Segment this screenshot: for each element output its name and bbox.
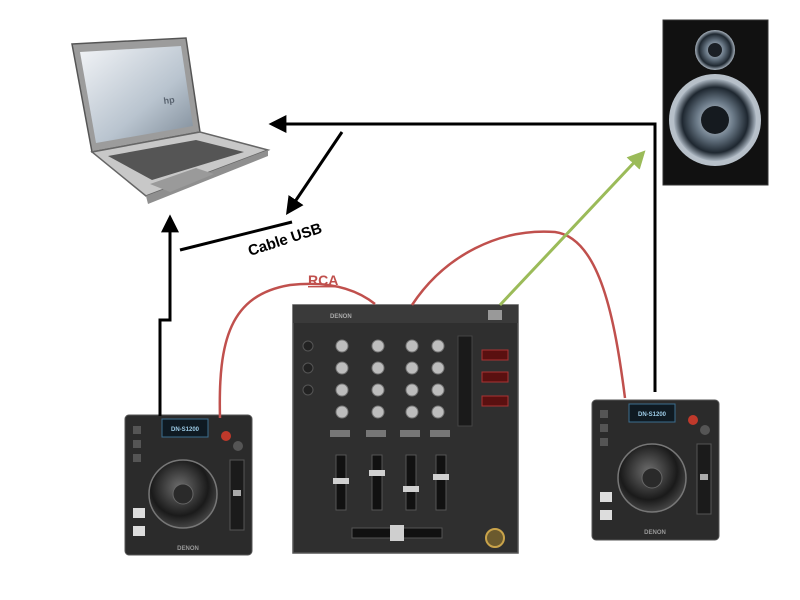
mixer-icon: DENON [292, 304, 519, 554]
usb-arrow-down [285, 131, 344, 215]
cd-player-right: DN-S1200 DENON [591, 399, 720, 541]
cd-player-left: DN-S1200 DENON [124, 414, 253, 556]
usb-line-short [179, 220, 293, 252]
audio-output-cable [498, 150, 646, 307]
rca-cable-left [218, 282, 376, 419]
laptop-icon: hp [71, 37, 271, 204]
usb-cable-right [268, 115, 657, 392]
cdj-left-brand: DENON [177, 546, 199, 552]
cdj-left-model: DN-S1200 [171, 427, 200, 433]
cdj-right-model: DN-S1200 [638, 412, 667, 418]
rca-cable-label: RCA [308, 272, 338, 288]
rca-cable-right [410, 230, 627, 399]
cdj-right-brand: DENON [644, 530, 666, 536]
usb-cable-left [158, 214, 179, 416]
mixer-brand: DENON [330, 314, 352, 320]
laptop-brand-label: hp [163, 94, 176, 106]
usb-cable-label: Cable USB [246, 220, 324, 260]
speaker-icon [662, 19, 769, 186]
